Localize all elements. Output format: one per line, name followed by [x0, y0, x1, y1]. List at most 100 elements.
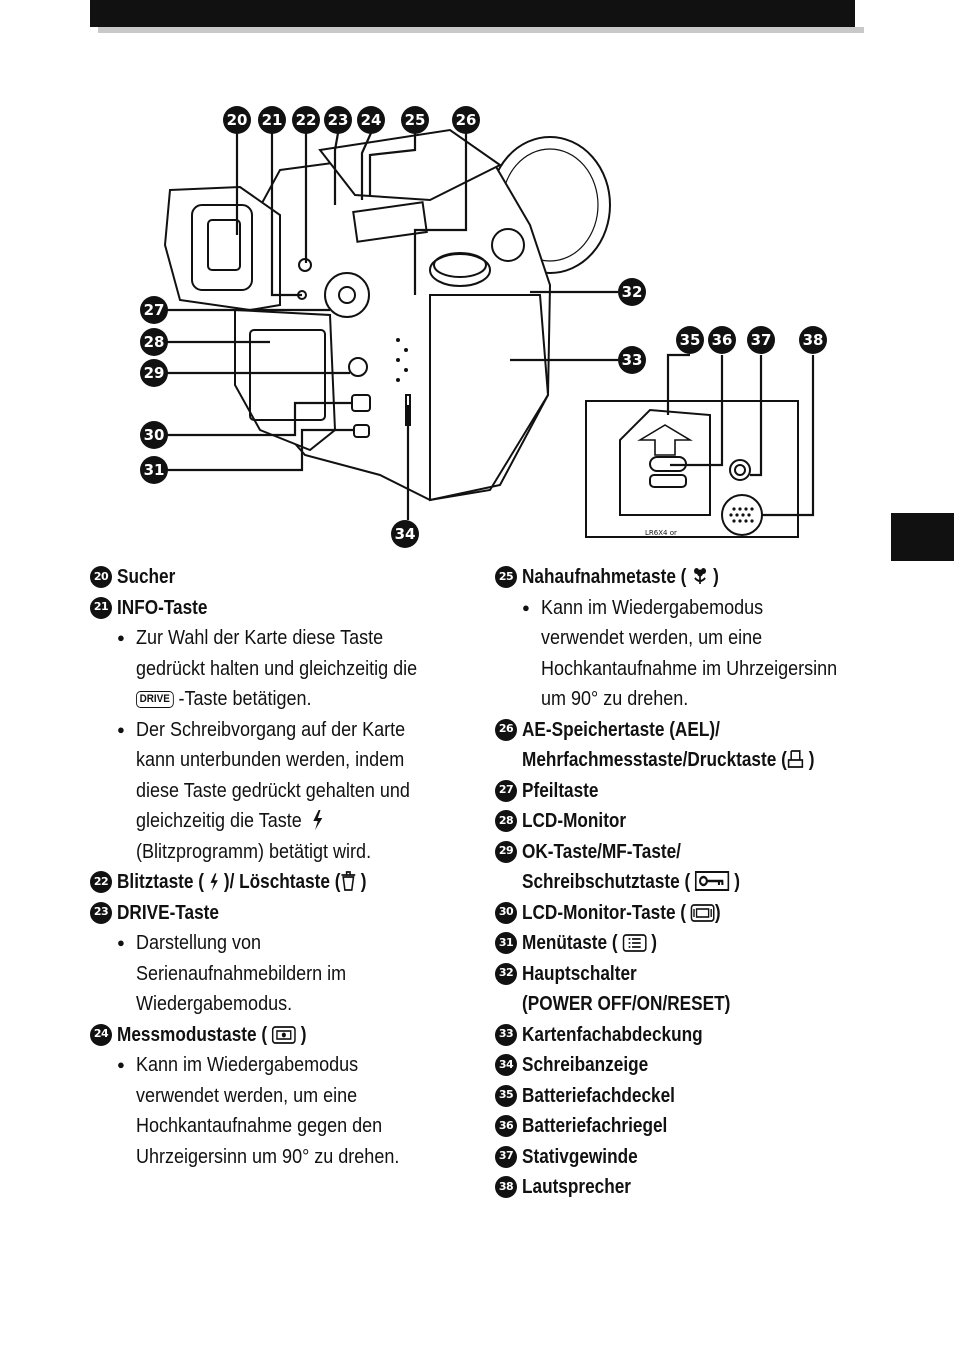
svg-text:34: 34 [395, 525, 416, 543]
note-line: Darstellung von [136, 932, 262, 954]
note-line: verwendet werden, um eine [136, 1084, 358, 1107]
note-bullet: Der Schreibvorgang auf der Karte kann un… [117, 715, 470, 868]
callout-34: 34 [391, 520, 419, 548]
svg-text:23: 23 [328, 111, 349, 129]
note-line: (Blitzprogramm) betätigt wird. [136, 840, 372, 863]
monitor-icon [690, 903, 715, 922]
item-number: 36 [495, 1115, 517, 1137]
legend-item-31: 31 Menütaste ( ) [495, 928, 875, 959]
header-bar-shadow [98, 27, 864, 33]
note-bullet: Darstellung von Serienaufnahmebildern im… [117, 928, 470, 1020]
callout-21: 21 [258, 106, 286, 134]
item-25-notes: Kann im Wiedergabemodus verwendet werden… [495, 593, 875, 715]
note-line: Hochkantaufnahme im Uhrzeigersinn [541, 657, 838, 680]
legend-item-32: 32 Hauptschalter (POWER OFF/ON/RESET) [495, 959, 875, 1020]
note-line: Uhrzeigersinn um 90° zu drehen. [136, 1145, 400, 1168]
callout-33: 33 [618, 346, 646, 374]
svg-text:28: 28 [144, 333, 165, 351]
note-line: um 90° zu drehen. [541, 688, 689, 710]
note-line: Serienaufnahmebildern im [136, 962, 347, 985]
legend-item-34: 34 Schreibanzeige [495, 1050, 875, 1081]
flash-icon [313, 810, 323, 830]
item-number: 22 [90, 871, 112, 893]
item-title: Messmodustaste ( ) [117, 1023, 307, 1046]
legend-item-21: 21 INFO-Taste [90, 593, 470, 624]
item-title: Batteriefachdeckel [522, 1084, 675, 1107]
item-title: Nahaufnahmetaste ( ) [522, 566, 719, 588]
legend-item-38: 38 Lautsprecher [495, 1172, 875, 1203]
legend-item-29: 29 OK-Taste/MF-Taste/ Schreibschutztaste… [495, 837, 875, 898]
protect-key-icon [695, 871, 730, 891]
svg-text:21: 21 [262, 111, 283, 129]
legend-item-27: 27 Pfeiltaste [495, 776, 875, 807]
callout-36: 36 [708, 326, 736, 354]
item-number: 24 [90, 1023, 112, 1046]
item-title: Pfeiltaste [522, 779, 599, 802]
svg-text:35: 35 [680, 331, 701, 349]
legend-item-20: 20 Sucher [90, 562, 470, 593]
item-title: OK-Taste/MF-Taste/ Schreibschutztaste ( … [522, 840, 740, 894]
item-number: 38 [495, 1176, 517, 1198]
note-line: kann unterbunden werden, indem [136, 749, 405, 771]
note-line: diese Taste gedrückt gehalten und [136, 779, 410, 802]
item-number: 26 [495, 718, 517, 741]
legend-item-37: 37 Stativgewinde [495, 1142, 875, 1173]
callout-29: 29 [140, 359, 168, 387]
callout-20: 20 [223, 106, 251, 134]
item-title: Lautsprecher [522, 1176, 631, 1198]
battery-label: LR6X4 or [645, 529, 677, 537]
drive-key-icon: DRIVE [136, 691, 174, 708]
note-line: Hochkantaufnahme gegen den [136, 1115, 383, 1137]
legend-item-36: 36 Batteriefachriegel [495, 1111, 875, 1142]
callout-37: 37 [747, 326, 775, 354]
item-title: Kartenfachabdeckung [522, 1023, 703, 1046]
callout-32: 32 [618, 278, 646, 306]
svg-text:26: 26 [456, 111, 477, 129]
item-number: 20 [90, 566, 112, 588]
note-line: Kann im Wiedergabemodus [136, 1054, 359, 1076]
note-line: Kann im Wiedergabemodus [541, 596, 764, 619]
note-bullet: Kann im Wiedergabemodus verwendet werden… [522, 593, 875, 715]
item-number: 28 [495, 810, 517, 832]
item-title: DRIVE-Taste [117, 901, 219, 924]
svg-text:38: 38 [803, 331, 824, 349]
legend-item-33: 33 Kartenfachabdeckung [495, 1020, 875, 1051]
callout-28: 28 [140, 328, 168, 356]
svg-text:37: 37 [751, 331, 772, 349]
legend-item-24: 24 Messmodustaste ( ) [90, 1020, 470, 1051]
item-number: 37 [495, 1145, 517, 1168]
svg-text:24: 24 [361, 111, 382, 129]
item-title: Batteriefachriegel [522, 1115, 668, 1137]
note-line: gedrückt halten und gleichzeitig die [136, 657, 418, 680]
svg-text:32: 32 [622, 283, 643, 301]
callout-26: 26 [452, 106, 480, 134]
svg-text:31: 31 [144, 461, 165, 479]
item-title: LCD-Monitor [522, 810, 627, 832]
note-line: gleichzeitig die Taste [136, 806, 437, 837]
item-title: Blitztaste ( )/ Löschtaste ( ) [117, 871, 367, 893]
note-bullet: Zur Wahl der Karte diese Taste gedrückt … [117, 623, 470, 715]
svg-text:30: 30 [144, 426, 165, 444]
legend-left-column: 20 Sucher 21 INFO-Taste Zur Wahl der Kar… [90, 562, 470, 1172]
item-number: 32 [495, 962, 517, 985]
item-number: 29 [495, 840, 517, 863]
item-number: 35 [495, 1084, 517, 1107]
item-24-notes: Kann im Wiedergabemodus verwendet werden… [90, 1050, 470, 1172]
legend-item-22: 22 Blitztaste ( )/ Löschtaste ( ) [90, 867, 470, 898]
metering-icon [271, 1025, 296, 1044]
note-bullet: Kann im Wiedergabemodus verwendet werden… [117, 1050, 470, 1172]
print-icon [787, 750, 804, 768]
item-number: 30 [495, 901, 517, 924]
legend-item-25: 25 Nahaufnahmetaste ( ) [495, 562, 875, 593]
item-number: 34 [495, 1054, 517, 1076]
item-title: LCD-Monitor-Taste ( ) [522, 901, 721, 924]
note-line: Wiedergabemodus. [136, 993, 293, 1015]
note-line: DRIVE -Taste betätigen. [136, 684, 437, 715]
item-title: INFO-Taste [117, 596, 208, 619]
camera-illustration: LR6X4 or 20 21 22 23 24 [130, 95, 830, 555]
svg-text:27: 27 [144, 301, 165, 319]
svg-text:29: 29 [144, 364, 165, 382]
trash-icon [341, 871, 356, 891]
item-21-notes: Zur Wahl der Karte diese Taste gedrückt … [90, 623, 470, 867]
callout-30: 30 [140, 421, 168, 449]
